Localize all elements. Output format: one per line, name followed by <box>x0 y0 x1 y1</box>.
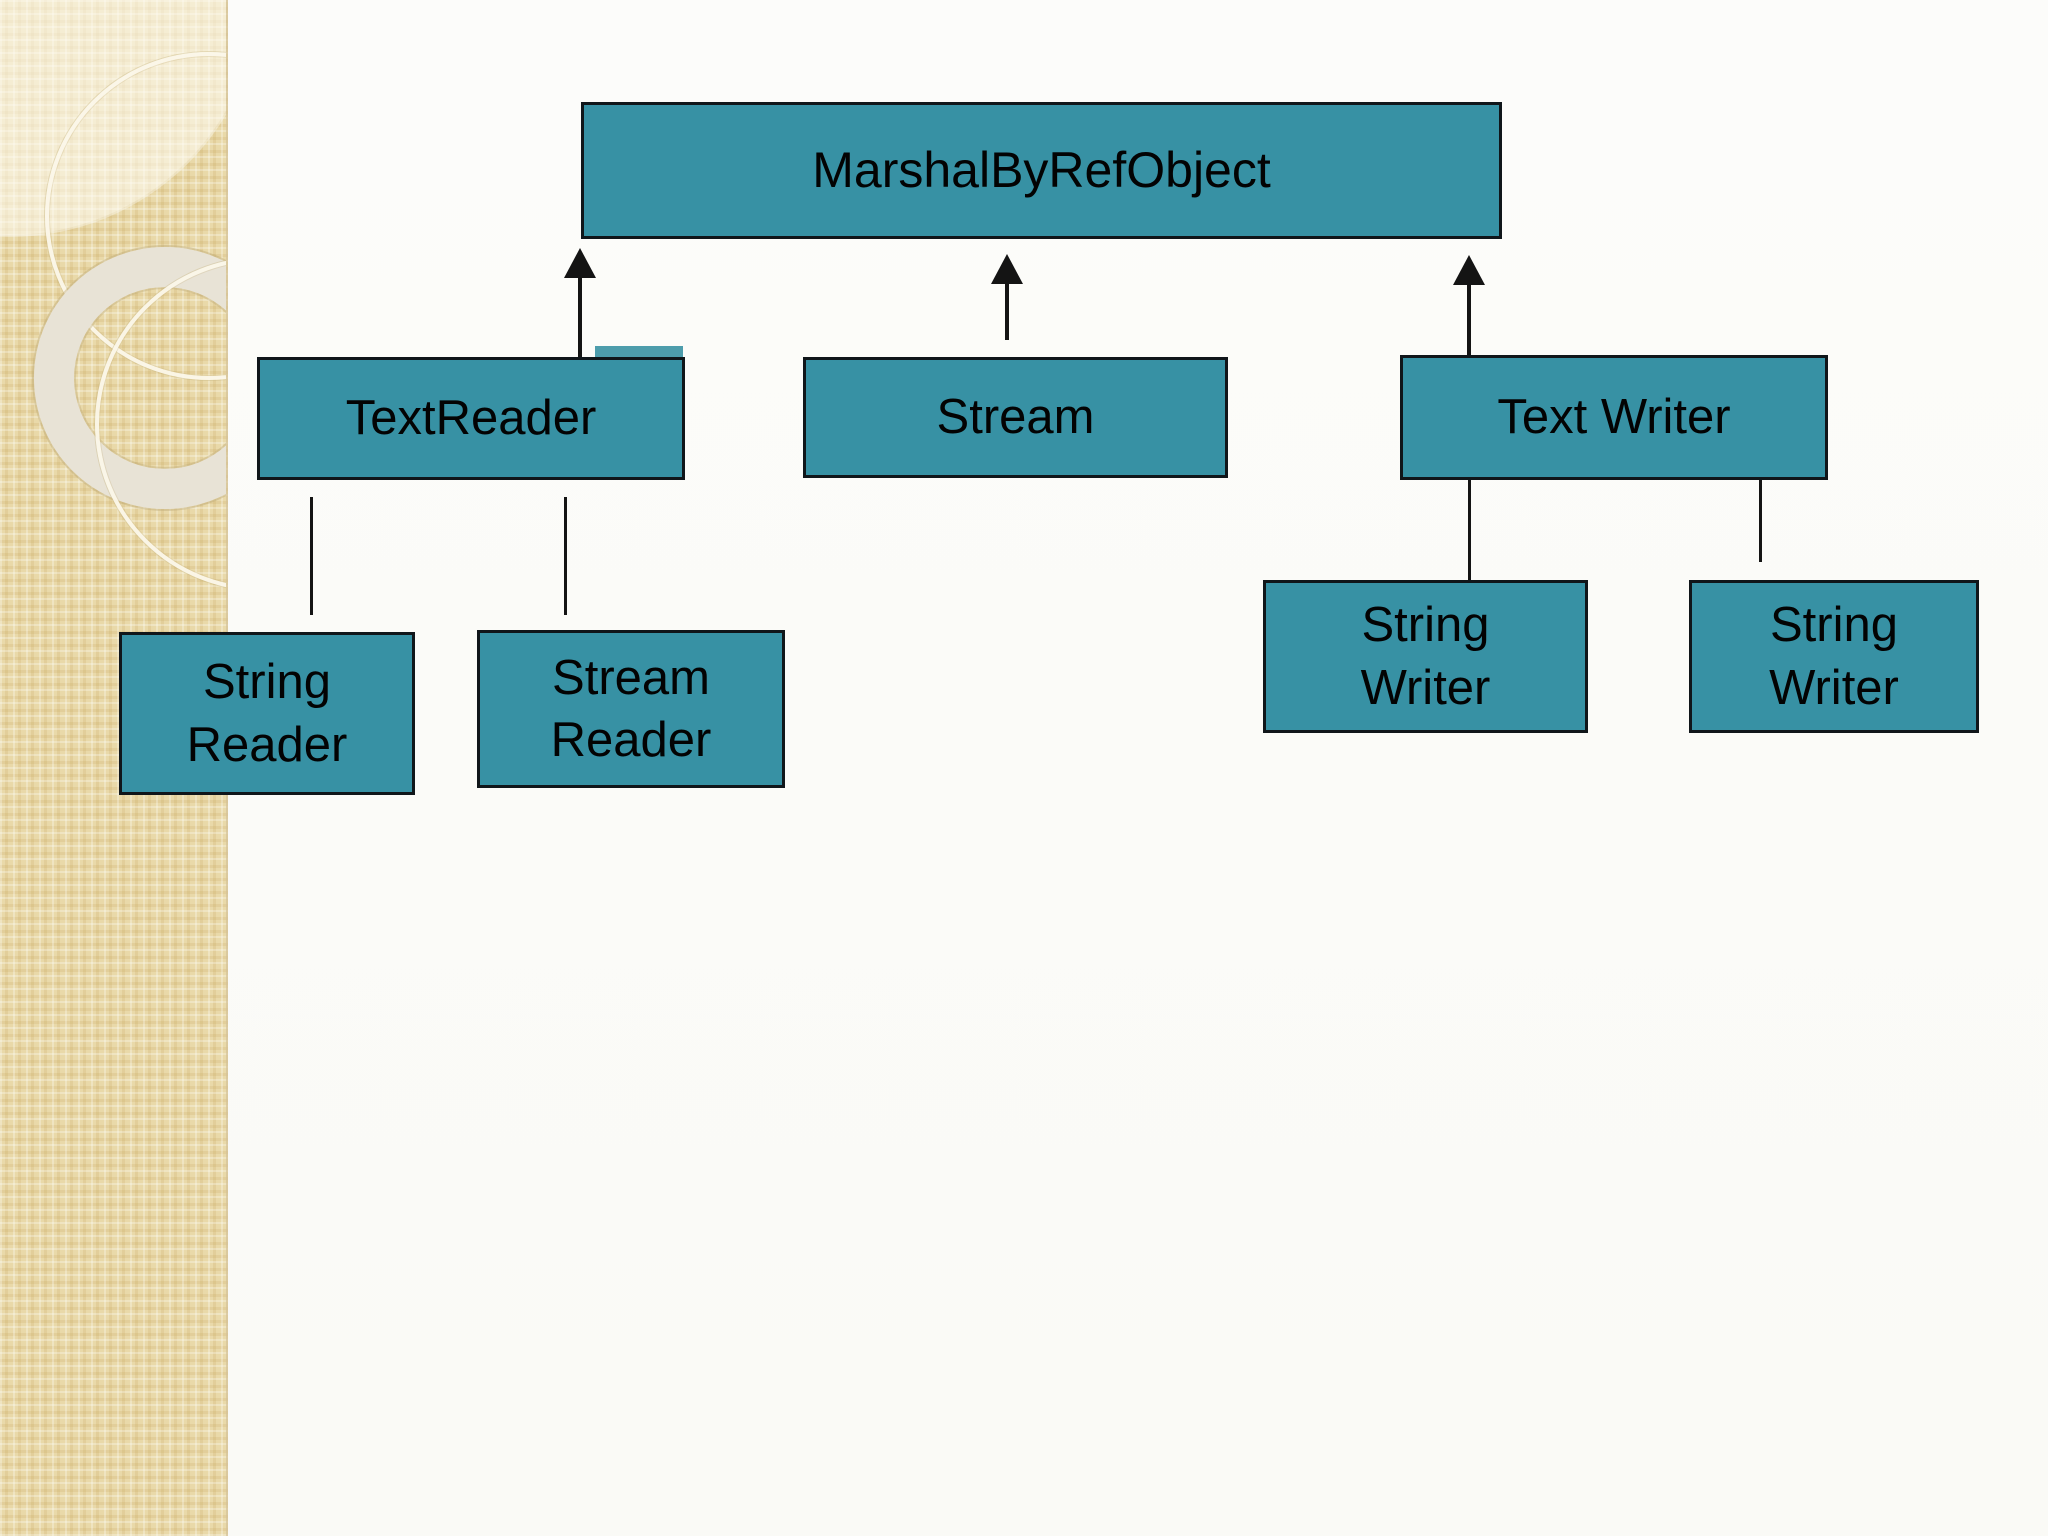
node-label-line2: Writer <box>1360 660 1491 715</box>
node-stringreader: String Reader <box>119 632 415 795</box>
edge-textreader-marshal-arrow <box>564 248 596 357</box>
node-stream: Stream <box>803 357 1228 478</box>
edge-stringwriter-right-textwriter <box>1759 480 1762 562</box>
arrowhead-icon <box>1453 255 1485 285</box>
edge-streamreader-textreader <box>564 497 567 615</box>
node-label-line1: Stream <box>552 650 710 705</box>
node-textwriter: Text Writer <box>1400 355 1828 480</box>
node-label-line1: String <box>1769 598 1898 653</box>
node-label-line2: Writer <box>1769 660 1899 715</box>
node-label: MarshalByRefObject <box>812 141 1271 198</box>
node-stringwriter-right: String Writer <box>1689 580 1979 733</box>
edge-textwriter-marshal-arrow <box>1453 255 1485 355</box>
node-marshalbyrefobject: MarshalByRefObject <box>581 102 1502 239</box>
node-label: Stream <box>936 390 1095 445</box>
textreader-top-artifact <box>595 346 683 358</box>
edge-stringreader-textreader <box>310 497 313 615</box>
arrowhead-icon <box>564 248 596 278</box>
node-streamreader: Stream Reader <box>477 630 785 788</box>
edge-stringwriter-left-textwriter <box>1468 480 1471 580</box>
node-label-line1: String <box>1361 598 1490 653</box>
node-stringwriter-left: String Writer <box>1263 580 1588 733</box>
node-label: TextReader <box>345 391 597 446</box>
node-label-line2: Reader <box>186 717 348 772</box>
node-label-line1: String <box>202 655 331 710</box>
arrowhead-icon <box>991 254 1023 284</box>
edge-stream-marshal-arrow <box>991 254 1023 340</box>
node-textreader: TextReader <box>257 357 685 480</box>
node-label: Text Writer <box>1497 390 1731 445</box>
node-label-line2: Reader <box>550 713 712 767</box>
